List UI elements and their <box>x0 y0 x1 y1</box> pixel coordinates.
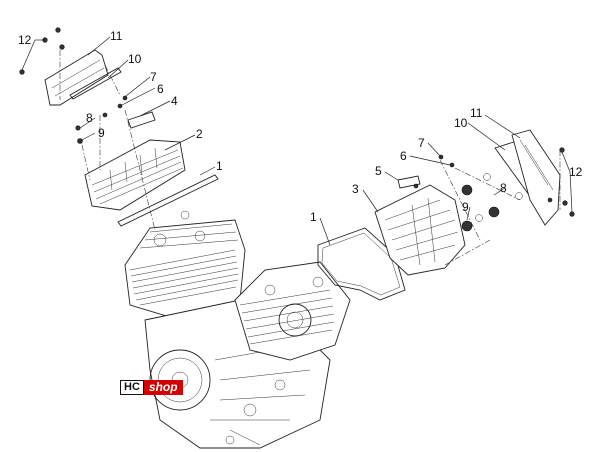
right-leader-lines <box>319 114 573 246</box>
callout-left-2: 2 <box>196 127 203 141</box>
logo-shop-text: shop <box>143 380 183 395</box>
callout-right-8: 8 <box>500 181 507 195</box>
callout-left-9: 9 <box>98 126 105 140</box>
left-leader-lines <box>21 36 216 176</box>
logo-hc-text: HC <box>120 380 144 395</box>
callout-right-3: 3 <box>352 182 359 196</box>
hc-shop-logo: HC shop <box>120 380 196 395</box>
callout-right-9: 9 <box>462 200 469 214</box>
left-callouts: 12 11 10 7 6 4 8 9 2 1 <box>18 29 223 173</box>
callout-right-11: 11 <box>470 106 483 120</box>
callout-right-6: 6 <box>400 149 407 163</box>
callout-left-8: 8 <box>86 111 93 125</box>
right-cylinder <box>234 261 351 361</box>
callout-right-5: 5 <box>375 164 382 178</box>
engine-block <box>124 210 351 449</box>
callout-left-10: 10 <box>128 52 142 66</box>
left-cylinder <box>124 210 246 321</box>
left-gasket <box>117 174 219 227</box>
callout-right-7: 7 <box>418 136 425 150</box>
callout-left-1: 1 <box>216 159 223 173</box>
right-top-cover <box>511 129 561 226</box>
callout-right-12: 12 <box>569 165 583 179</box>
right-gasket <box>317 227 406 301</box>
left-top-cover <box>44 49 109 106</box>
callout-left-7: 7 <box>150 70 157 84</box>
left-valve-cover <box>84 139 186 211</box>
left-cover-gasket <box>69 67 122 100</box>
callout-left-4: 4 <box>171 94 178 108</box>
callout-right-1: 1 <box>310 210 317 224</box>
right-grommets <box>461 173 523 232</box>
left-fasteners <box>19 27 156 144</box>
callout-left-11: 11 <box>110 29 123 43</box>
right-valve-cover <box>374 184 466 276</box>
right-callouts: 11 10 7 6 5 3 8 9 12 1 <box>310 106 583 224</box>
callout-left-12: 12 <box>18 33 32 47</box>
callout-left-6: 6 <box>157 82 164 96</box>
callout-right-10: 10 <box>454 116 468 130</box>
